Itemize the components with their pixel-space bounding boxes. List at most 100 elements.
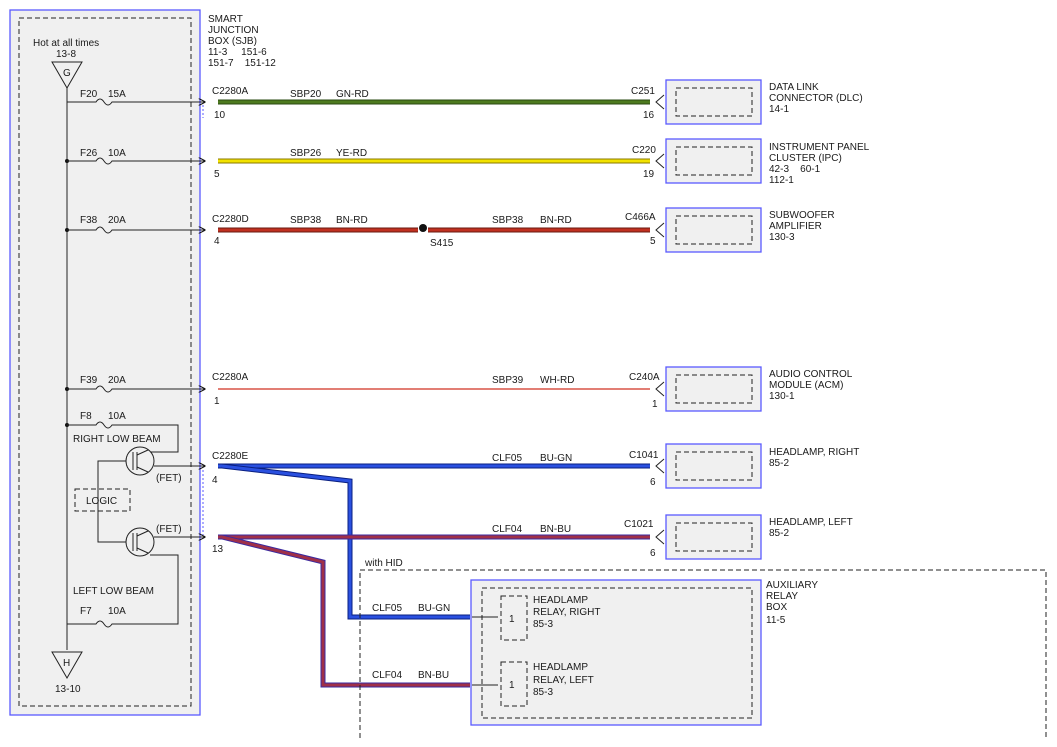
circuit-sbp26: 5 SBP26 YE-RD C220 19 xyxy=(214,145,665,180)
with-hid-label: with HID xyxy=(364,558,403,569)
wire-color-code: BN-BU xyxy=(418,670,449,681)
top-ref-label: 13-8 xyxy=(56,49,76,60)
dest-pin: 1 xyxy=(652,399,658,410)
component-ref: 85-2 xyxy=(769,528,789,539)
component-dlc: DATA LINK CONNECTOR (DLC) 14-1 xyxy=(665,79,863,125)
splice-label: S415 xyxy=(430,238,454,249)
relay-left-name: HEADLAMP xyxy=(533,662,588,673)
fuse-amp: 10A xyxy=(108,606,126,617)
source-pin: 4 xyxy=(212,475,218,486)
relay-left-pin-box xyxy=(500,661,528,707)
power-source-h-icon xyxy=(51,651,83,680)
component-ref: 42-3 60-1 xyxy=(769,164,821,175)
aux-box-name: AUXILIARY xyxy=(766,580,818,591)
component-name: HEADLAMP, LEFT xyxy=(769,517,853,528)
dest-pin: 5 xyxy=(650,236,656,247)
dest-connector: C240A xyxy=(629,372,660,383)
fuse-id: F20 xyxy=(80,89,98,100)
fet-left-label: (FET) xyxy=(156,524,182,535)
wire-color-code: BN-RD xyxy=(540,215,572,226)
fuse-icon xyxy=(67,386,205,392)
fuse-amp: 10A xyxy=(108,411,126,422)
fet-right-icon xyxy=(125,446,155,476)
fuse-amp: 20A xyxy=(108,215,126,226)
splice-dot-icon xyxy=(419,224,427,232)
aux-relay-section: with HID AUXILIARY RELAY BOX 11-5 CLF05 … xyxy=(359,558,1047,738)
relay-right-name: RELAY, RIGHT xyxy=(533,607,600,618)
fuse-id: F7 xyxy=(80,606,92,617)
right-low-beam-label: RIGHT LOW BEAM xyxy=(73,434,161,445)
circuit-number: SBP38 xyxy=(492,215,524,226)
wire-color-code: BN-RD xyxy=(336,215,368,226)
wire-color-code: BN-BU xyxy=(540,524,571,535)
component-name: AUDIO CONTROL xyxy=(769,369,853,380)
dest-connector: C220 xyxy=(632,145,656,156)
fuse-icon xyxy=(67,421,179,453)
circuit-number: SBP20 xyxy=(290,89,322,100)
sjb-ref-2: 151-7 151-12 xyxy=(208,58,276,69)
wire-color-code: WH-RD xyxy=(540,375,574,386)
component-name: CLUSTER (IPC) xyxy=(769,153,842,164)
wire-color-code: YE-RD xyxy=(336,148,367,159)
fuse-f38: F38 20A xyxy=(67,215,205,233)
circuit-clf05: C2280E 4 CLF05 BU-GN C1041 6 xyxy=(212,450,665,620)
dest-pin: 6 xyxy=(650,548,656,559)
circuit-sbp38: C2280D 4 SBP38 BN-RD S415 SBP38 BN-RD C4… xyxy=(212,212,665,249)
fuse-f39: F39 20A xyxy=(67,375,205,392)
sjb-title-1: SMART xyxy=(208,14,243,25)
fuse-amp: 20A xyxy=(108,375,126,386)
component-ipc: INSTRUMENT PANEL CLUSTER (IPC) 42-3 60-1… xyxy=(665,138,870,186)
smart-junction-box: SMART JUNCTION BOX (SJB) 11-3 151-6 151-… xyxy=(9,9,276,716)
circuit-number: CLF04 xyxy=(492,524,522,535)
fet-left-icon xyxy=(125,527,155,557)
fuse-icon xyxy=(67,158,205,164)
fuse-amp: 10A xyxy=(108,148,126,159)
fet-right-label: (FET) xyxy=(156,473,182,484)
component-name: CONNECTOR (DLC) xyxy=(769,93,863,104)
hot-at-all-times-label: Hot at all times xyxy=(33,38,99,49)
component-name: HEADLAMP, RIGHT xyxy=(769,447,859,458)
sjb-title-2: JUNCTION xyxy=(208,25,259,36)
component-ref: 14-1 xyxy=(769,104,789,115)
fuse-id: F8 xyxy=(80,411,92,422)
dest-pin: 16 xyxy=(643,110,655,121)
relay-left-name: RELAY, LEFT xyxy=(533,675,594,686)
dest-connector: C1021 xyxy=(624,519,654,530)
circuit-sbp39: C2280A 1 SBP39 WH-RD C240A 1 xyxy=(212,372,665,410)
source-connector: C2280A xyxy=(212,86,248,97)
fuse-f8: F8 10A xyxy=(67,411,179,453)
dest-connector: C1041 xyxy=(629,450,659,461)
fuse-f7: F7 10A xyxy=(67,554,179,628)
low-beam-driver: RIGHT LOW BEAM LEFT LOW BEAM (FET) (FET)… xyxy=(73,105,205,597)
component-name: DATA LINK xyxy=(769,82,819,93)
circuit-number: SBP38 xyxy=(290,215,322,226)
wire-color-code: GN-RD xyxy=(336,89,369,100)
relay-right-name: HEADLAMP xyxy=(533,595,588,606)
source-pin: 1 xyxy=(214,396,220,407)
relay-pin: 1 xyxy=(509,680,515,691)
circuit-number: CLF04 xyxy=(372,670,402,681)
dest-connector: C251 xyxy=(631,86,655,97)
source-pin: 4 xyxy=(214,236,220,247)
source-pin: 5 xyxy=(214,169,220,180)
power-g-label: G xyxy=(63,68,71,79)
dest-pin: 6 xyxy=(650,477,656,488)
component-subwoofer: SUBWOOFER AMPLIFIER 130-3 xyxy=(665,207,835,253)
wire-color-code: BU-GN xyxy=(418,603,450,614)
fuse-id: F26 xyxy=(80,148,98,159)
relay-right-ref: 85-3 xyxy=(533,619,553,630)
wire-color-code: BU-GN xyxy=(540,453,572,464)
fuse-f20: F20 15A xyxy=(67,89,205,105)
component-headlamp-right: HEADLAMP, RIGHT 85-2 xyxy=(665,443,859,489)
circuit-clf04: 13 CLF04 BN-BU C1021 6 xyxy=(212,519,665,688)
fuse-id: F39 xyxy=(80,375,98,386)
bottom-ref-label: 13-10 xyxy=(55,684,81,695)
circuit-number: SBP39 xyxy=(492,375,524,386)
component-name: AMPLIFIER xyxy=(769,221,822,232)
source-connector: C2280A xyxy=(212,372,248,383)
component-ref: 130-1 xyxy=(769,391,795,402)
component-headlamp-left: HEADLAMP, LEFT 85-2 xyxy=(665,514,853,560)
component-name: SUBWOOFER xyxy=(769,210,835,221)
component-ref: 112-1 xyxy=(769,175,794,186)
